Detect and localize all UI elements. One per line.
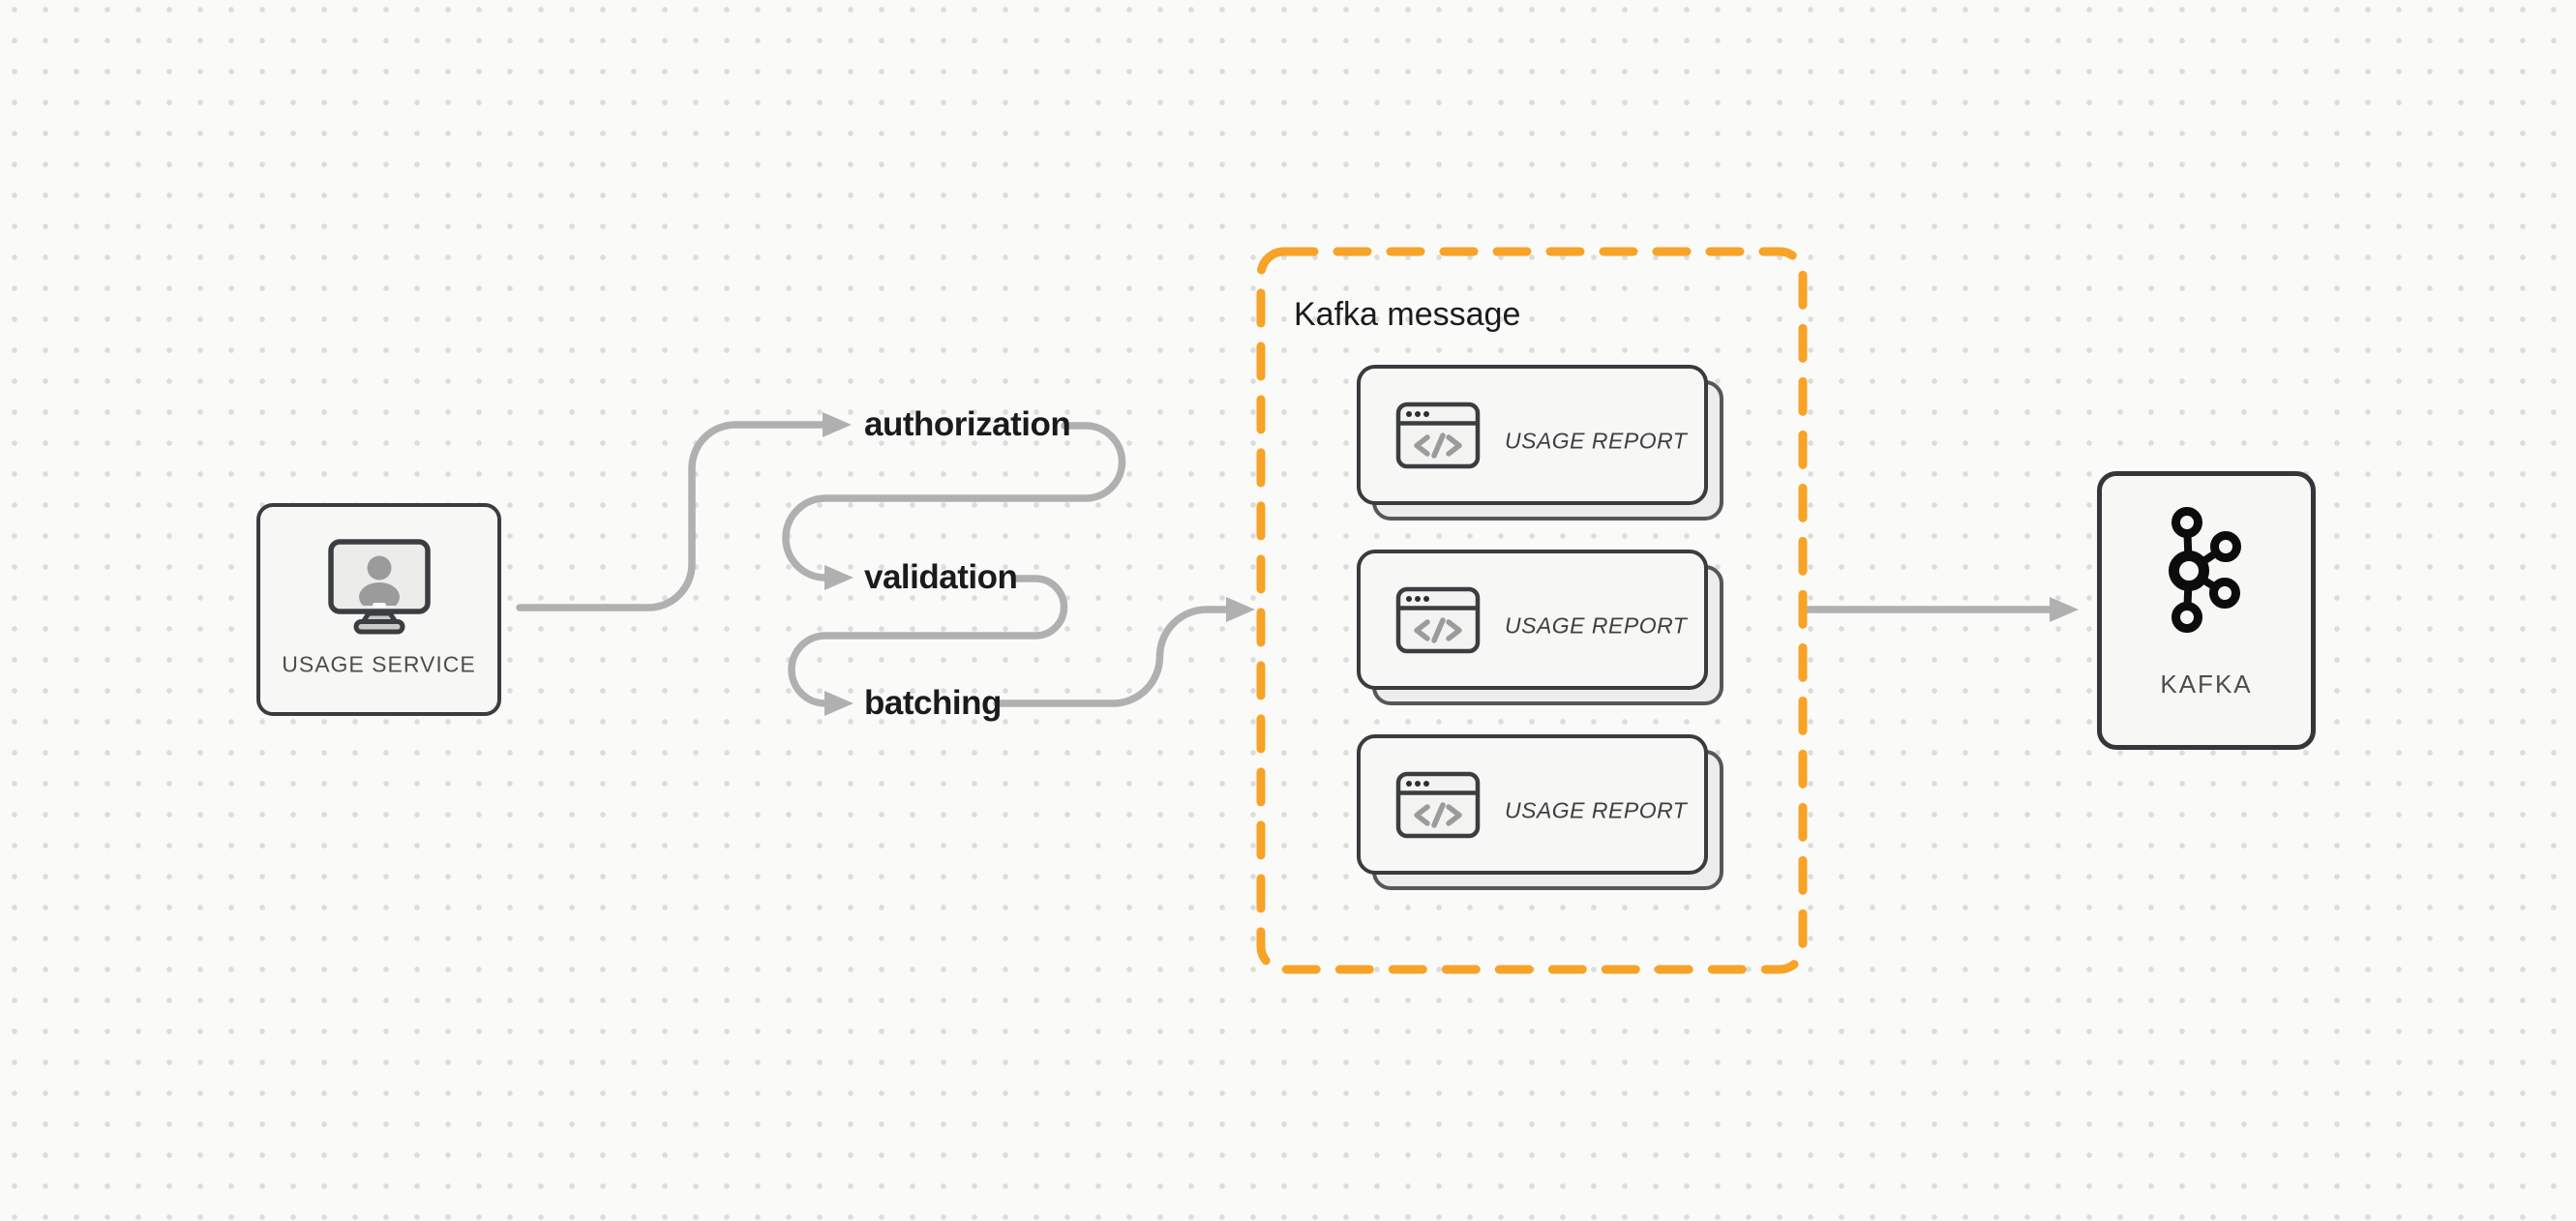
flow-step-batching: batching	[864, 683, 1002, 722]
code-window-icon	[1395, 586, 1481, 654]
kafka-message-group: Kafka message USAGE REPORT	[1261, 252, 1803, 969]
connector-authorization-to-validation	[782, 422, 1126, 590]
kafka-message-group-title: Kafka message	[1294, 296, 1521, 333]
card-front: USAGE REPORT	[1357, 734, 1708, 875]
user-silhouette	[358, 555, 400, 606]
usage-report-label: USAGE REPORT	[1505, 428, 1688, 454]
connector-validation-to-batching	[788, 575, 1068, 716]
flow-step-validation: validation	[864, 557, 1018, 596]
usage-service-node[interactable]: USAGE SERVICE	[256, 503, 501, 716]
kafka-label: KAFKA	[2160, 670, 2253, 699]
monitor-user-icon	[327, 539, 431, 635]
kafka-node[interactable]: KAFKA	[2097, 471, 2316, 750]
connector-usage-to-authorization	[516, 412, 852, 611]
usage-report-label: USAGE REPORT	[1505, 797, 1688, 823]
usage-report-card[interactable]: USAGE REPORT	[1357, 734, 1723, 890]
flow-step-authorization: authorization	[864, 404, 1071, 443]
connector-batching-to-group	[993, 597, 1255, 707]
usage-report-card[interactable]: USAGE REPORT	[1357, 550, 1723, 705]
card-front: USAGE REPORT	[1357, 365, 1708, 505]
card-front: USAGE REPORT	[1357, 550, 1708, 690]
kafka-message-group-border[interactable]	[1256, 247, 1808, 974]
usage-service-label: USAGE SERVICE	[282, 651, 476, 677]
usage-report-label: USAGE REPORT	[1505, 612, 1688, 639]
usage-report-card[interactable]: USAGE REPORT	[1357, 365, 1723, 521]
code-window-icon	[1395, 402, 1481, 469]
code-window-icon	[1395, 771, 1481, 839]
kafka-logo-icon	[2169, 507, 2241, 633]
